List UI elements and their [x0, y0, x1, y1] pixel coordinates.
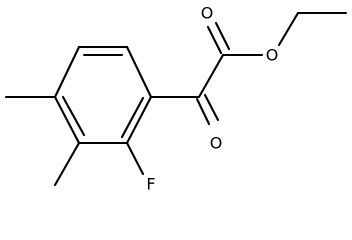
ring-bond-upper-right — [125, 45, 153, 99]
ketone-oxygen-label: O — [210, 134, 223, 153]
chemical-structure-diagram: F O O O — [4, 4, 348, 194]
ring-bond-lower-right-inner — [120, 96, 145, 139]
ring-bond-lower-left-inner — [61, 95, 86, 137]
ketone-double-bond-b — [203, 93, 220, 122]
carbonyl-double-bond-b — [214, 21, 231, 51]
keto-to-ester-bond — [197, 53, 225, 99]
methyl-bond-bottom — [53, 141, 81, 187]
ring-bond-lower-left — [53, 95, 81, 145]
ketone-double-bond-a — [195, 97, 211, 126]
ester-oxygen-label: O — [266, 46, 279, 65]
fluorine-atom-label: F — [146, 175, 155, 194]
carbonyl-double-bond-a — [206, 25, 223, 55]
ester-oxygen-to-ethyl-bond — [277, 11, 300, 47]
carbonyl-oxygen-label: O — [201, 4, 214, 23]
ring-bond-lower-right — [125, 95, 153, 145]
ring-bond-upper-left — [53, 45, 81, 99]
benzene-ring — [53, 45, 153, 145]
fluorine-bond — [125, 141, 145, 176]
